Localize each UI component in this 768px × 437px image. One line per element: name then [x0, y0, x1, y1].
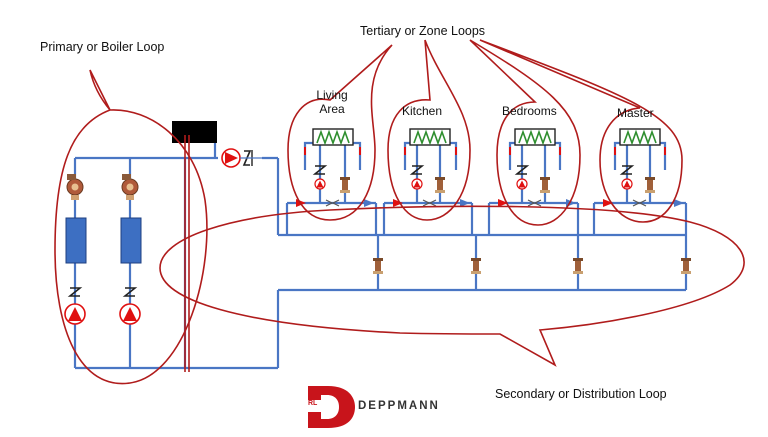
boilers — [65, 217, 142, 264]
zone-label-living-line2: Area — [319, 102, 345, 116]
deppmann-logo — [304, 386, 355, 428]
zone-valves — [340, 177, 655, 193]
check-valve-symbols — [325, 199, 647, 207]
primary-loop-outline — [54, 69, 208, 385]
logo-name: DEPPMANN — [358, 400, 440, 412]
zone-label-kitchen: Kitchen — [402, 104, 443, 118]
zone-outline-living — [287, 44, 393, 221]
zone-outline-master — [479, 39, 683, 223]
zone-outline-bedrooms — [469, 39, 581, 226]
secondary-pump — [218, 148, 262, 168]
secondary-loop-outline — [159, 205, 745, 367]
boiler-check-valves — [69, 287, 136, 297]
primary-loop-label: Primary or Boiler Loop — [40, 40, 165, 54]
zone-pumps — [314, 165, 633, 190]
zone-label-bedrooms: Bedrooms — [502, 104, 557, 118]
zone-label-living: Living Area — [310, 88, 354, 116]
expansion-tank — [172, 121, 217, 143]
zone-label-living-line1: Living — [316, 88, 348, 102]
return-arrows — [364, 199, 684, 207]
boiler-valves — [66, 173, 139, 201]
zone-outline-kitchen — [387, 39, 471, 221]
tertiary-loops-label: Tertiary or Zone Loops — [360, 24, 486, 38]
secondary-loop-label: Secondary or Distribution Loop — [495, 387, 667, 401]
bridge-valves — [373, 258, 691, 274]
piping — [73, 141, 688, 370]
boiler-pumps — [64, 303, 141, 325]
flow-markers — [304, 147, 666, 155]
crossover-bars — [184, 135, 190, 372]
logo-mark: RL — [308, 400, 318, 407]
terminal-units — [312, 128, 661, 146]
loop-outlines — [54, 39, 745, 385]
zone-label-master: Master — [617, 106, 654, 120]
